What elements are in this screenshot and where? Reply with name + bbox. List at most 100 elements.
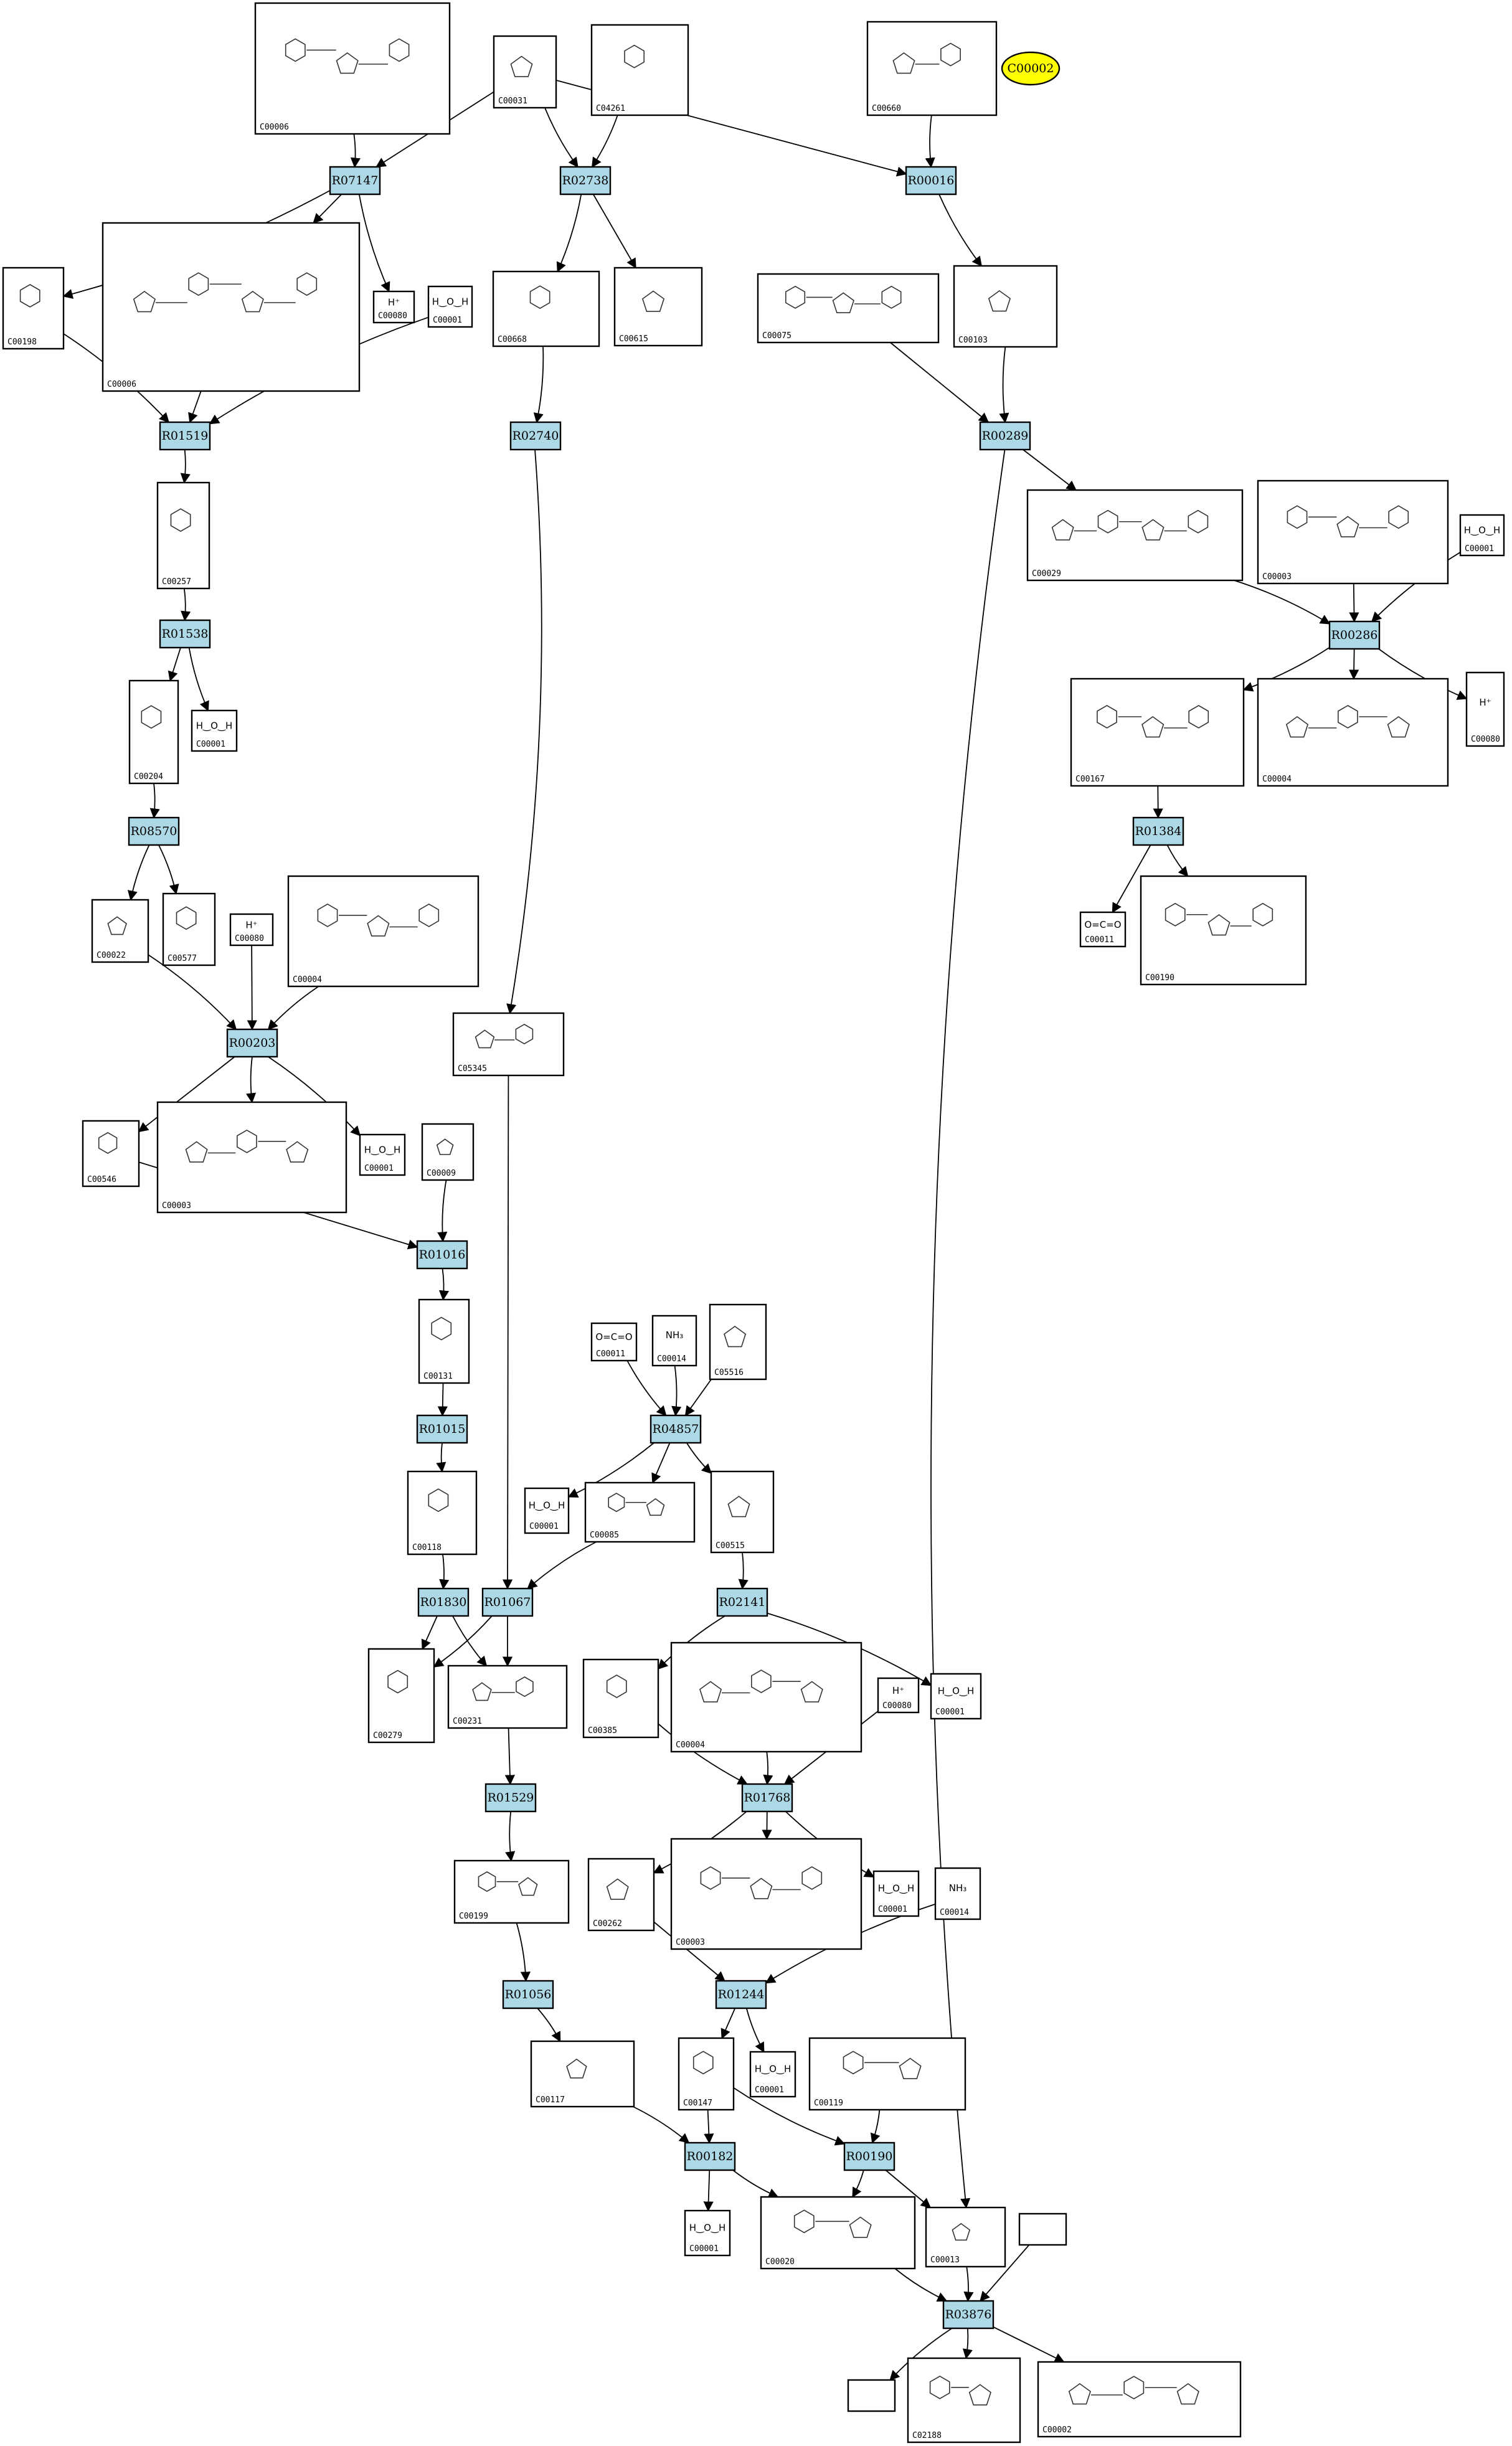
reaction-box[interactable]: [716, 1587, 768, 1617]
compound-c00262[interactable]: C00262: [587, 1858, 655, 1932]
reaction-r03876[interactable]: R03876: [942, 2300, 995, 2330]
reaction-r01244[interactable]: R01244: [715, 1980, 767, 2009]
compound-c00190[interactable]: C00190: [1140, 875, 1307, 986]
compound-c00515[interactable]: C00515: [710, 1470, 775, 1554]
reaction-r02141[interactable]: R02141: [716, 1587, 768, 1617]
compound-c00118[interactable]: C00118: [407, 1470, 478, 1556]
compound-c00031[interactable]: C00031: [493, 35, 557, 109]
reaction-r01538[interactable]: R01538: [159, 619, 211, 649]
compound-c00204[interactable]: C00204: [128, 679, 179, 785]
reaction-box[interactable]: [329, 166, 381, 196]
compound-c05516[interactable]: C05516: [709, 1303, 767, 1381]
reaction-r04857[interactable]: R04857: [650, 1414, 702, 1444]
compound-c00003[interactable]: C00003: [670, 1838, 862, 1950]
reaction-box[interactable]: [481, 1587, 534, 1617]
reaction-r02740[interactable]: R02740: [509, 421, 562, 451]
reaction-box[interactable]: [226, 1028, 278, 1058]
reaction-box[interactable]: [650, 1414, 702, 1444]
reaction-r01529[interactable]: R01529: [484, 1783, 537, 1813]
reaction-r00182[interactable]: R00182: [684, 2141, 736, 2171]
compound-c00147[interactable]: C00147: [678, 2037, 735, 2111]
compound-c00131[interactable]: C00131: [418, 1298, 470, 1384]
reaction-box[interactable]: [715, 1980, 767, 2009]
reaction-r00286[interactable]: R00286: [1328, 620, 1381, 650]
reaction-box[interactable]: [942, 2300, 995, 2330]
reaction-box[interactable]: [416, 1414, 468, 1444]
compound-c00080[interactable]: H⁺C00080: [877, 1677, 920, 1714]
reaction-box[interactable]: [484, 1783, 537, 1813]
compound-unlabeled[interactable]: [1018, 2212, 1067, 2246]
compound-c00075[interactable]: C00075: [757, 273, 940, 344]
reaction-r01067[interactable]: R01067: [481, 1587, 534, 1617]
reaction-r01519[interactable]: R01519: [159, 421, 211, 451]
compound-c00119[interactable]: C00119: [808, 2037, 966, 2111]
reaction-box[interactable]: [159, 619, 211, 649]
compound-c00080[interactable]: H⁺C00080: [372, 290, 415, 324]
reaction-box[interactable]: [1328, 620, 1381, 650]
reaction-r01830[interactable]: R01830: [417, 1587, 470, 1617]
compound-c00013[interactable]: C00013: [925, 2206, 1006, 2268]
compound-c00257[interactable]: C00257: [156, 481, 210, 590]
reaction-r00203[interactable]: R00203: [226, 1028, 278, 1058]
compound-c00002[interactable]: C00002: [1037, 2361, 1242, 2438]
reaction-box[interactable]: [979, 421, 1031, 451]
compound-c00009[interactable]: C00009: [421, 1123, 475, 1181]
reaction-box[interactable]: [905, 166, 957, 196]
reaction-r01015[interactable]: R01015: [416, 1414, 468, 1444]
reaction-r08570[interactable]: R08570: [128, 816, 180, 846]
compound-c00546[interactable]: C00546: [82, 1120, 140, 1188]
reaction-box[interactable]: [843, 2141, 895, 2171]
compound-c05345[interactable]: C05345: [452, 1012, 565, 1077]
reaction-r01016[interactable]: R01016: [416, 1240, 468, 1270]
compound-c00103[interactable]: C00103: [953, 265, 1058, 348]
compound-c00004[interactable]: C00004: [670, 1641, 862, 1753]
reaction-r07147[interactable]: R07147: [329, 166, 381, 196]
reaction-r00016[interactable]: R00016: [905, 166, 957, 196]
compound-c00167[interactable]: C00167: [1070, 678, 1245, 787]
compound-c00668[interactable]: C00668: [492, 270, 600, 347]
compound-c00199[interactable]: C00199: [453, 1859, 570, 1924]
compound-unlabeled[interactable]: [847, 2379, 896, 2412]
compound-c02188[interactable]: C02188: [907, 2357, 1021, 2444]
compound-c00660[interactable]: C00660: [866, 21, 998, 116]
reaction-box[interactable]: [559, 166, 612, 196]
reaction-box[interactable]: [502, 1980, 554, 2009]
reaction-box[interactable]: [416, 1240, 468, 1270]
compound-c00080[interactable]: H⁺C00080: [229, 913, 274, 947]
reaction-box[interactable]: [128, 816, 180, 846]
compound-c00080[interactable]: H⁺C00080: [1465, 671, 1505, 747]
compound-c00385[interactable]: C00385: [582, 1658, 659, 1739]
reaction-box[interactable]: [684, 2141, 736, 2171]
compound-c00615[interactable]: C00615: [613, 267, 703, 347]
compound-c00279[interactable]: C00279: [367, 1648, 435, 1744]
compound-c00004[interactable]: C00004: [1257, 678, 1449, 787]
compound-c00231[interactable]: C00231: [447, 1665, 568, 1729]
compound-c00020[interactable]: C00020: [760, 2196, 916, 2270]
reaction-r00289[interactable]: R00289: [979, 421, 1031, 451]
compound-c00022[interactable]: C00022: [91, 899, 149, 963]
compound-c00029[interactable]: C00029: [1026, 489, 1244, 582]
reaction-r02738[interactable]: R02738: [559, 166, 612, 196]
reaction-r01056[interactable]: R01056: [502, 1980, 554, 2009]
reaction-r01768[interactable]: R01768: [741, 1783, 793, 1813]
compound-c00117[interactable]: C00117: [530, 2040, 635, 2108]
highlight-compound[interactable]: C00002: [1001, 51, 1061, 86]
compound-c00006[interactable]: C00006: [102, 222, 361, 392]
reaction-box[interactable]: [159, 421, 211, 451]
compound-c00085[interactable]: C00085: [584, 1481, 696, 1543]
compound-c00577[interactable]: C00577: [162, 892, 216, 966]
compound-c00198[interactable]: C00198: [2, 267, 65, 350]
compound-c00006[interactable]: C00006: [254, 2, 451, 135]
compound-c00003[interactable]: C00003: [156, 1101, 347, 1214]
